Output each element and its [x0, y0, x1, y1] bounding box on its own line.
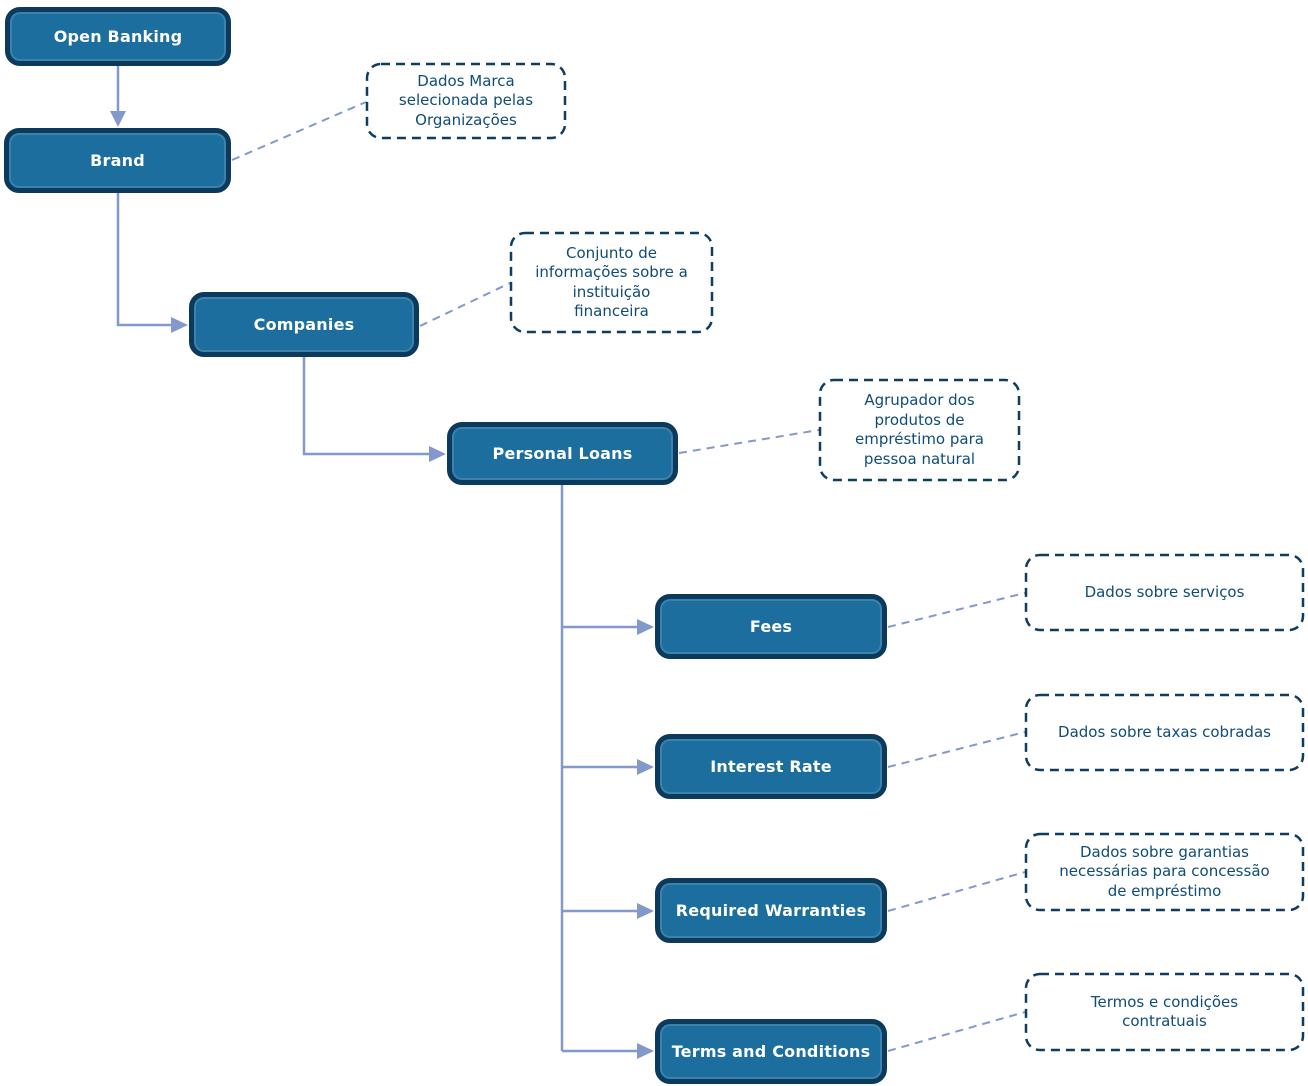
note-box-brand [365, 62, 567, 140]
arrowhead-right-icon [171, 317, 188, 333]
note-brand: Dados Marca selecionada pelas Organizaçõ… [398, 71, 534, 129]
note-personal-loans: Agrupador dos produtos de empréstimo par… [855, 391, 984, 468]
notelink-requiredwarranties [887, 871, 1026, 912]
note-required-warranties: Dados sobre garantias necessárias para c… [1059, 842, 1270, 900]
notelink-brand [231, 101, 367, 161]
note-box-personalloans [818, 378, 1021, 482]
node-open-banking: Open Banking [5, 7, 231, 66]
node-terms-and-conditions: Terms and Conditions [655, 1019, 887, 1084]
node-required-warranties: Required Warranties [655, 878, 887, 943]
notelink-termsandconditions [887, 1011, 1026, 1052]
edge-companies-personalloans [302, 357, 429, 456]
note-box-requiredwarranties [1024, 832, 1305, 912]
arrowhead-right-icon [637, 1043, 654, 1059]
note-companies: Conjunto de informações sobre a institui… [535, 243, 688, 321]
notelink-interestrate [887, 731, 1026, 768]
notelink-companies [419, 282, 511, 327]
note-box-fees [1024, 553, 1305, 632]
edge-brand-companies [116, 193, 171, 327]
notelink-personalloans [678, 429, 820, 454]
node-fees: Fees [655, 594, 887, 659]
node-interest-rate: Interest Rate [655, 734, 887, 799]
note-interest-rate: Dados sobre taxas cobradas [1058, 722, 1271, 741]
node-brand: Brand [4, 128, 231, 193]
note-box-companies [509, 231, 714, 334]
notelink-fees [887, 592, 1026, 628]
arrowhead-right-icon [637, 903, 654, 919]
arrowhead-down-icon [110, 111, 126, 127]
arrowhead-right-icon [637, 759, 654, 775]
note-box-interestrate [1024, 693, 1305, 772]
note-box-termsandconditions [1024, 972, 1305, 1052]
node-personal-loans: Personal Loans [447, 422, 678, 485]
note-fees: Dados sobre serviços [1084, 582, 1245, 601]
note-terms-and-conditions: Termos e condições contratuais [1090, 992, 1239, 1031]
arrowhead-right-icon [637, 619, 654, 635]
node-companies: Companies [189, 292, 419, 357]
arrowhead-right-icon [429, 446, 446, 462]
